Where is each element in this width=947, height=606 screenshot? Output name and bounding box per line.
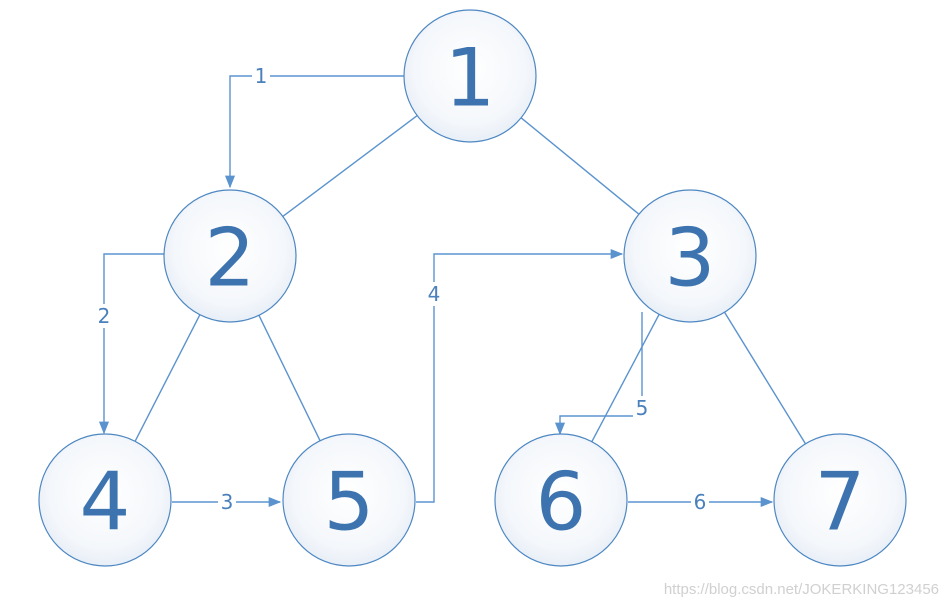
tree-edges: [134, 115, 807, 445]
node-label-1: 1: [445, 32, 496, 125]
node-label-3: 3: [665, 212, 716, 305]
traversal-arrow-5: [554, 312, 643, 436]
step-label-6: 6: [694, 490, 707, 514]
step-label-3: 3: [221, 490, 234, 514]
step-label-bg-1: [252, 64, 270, 88]
tree-edge-2-5: [258, 315, 321, 441]
node-label-4: 4: [80, 456, 131, 549]
traversal-arrow-1: [224, 75, 404, 189]
tree-edge-2-4: [134, 314, 201, 442]
tree-edge-3-7: [723, 311, 807, 445]
step-label-1: 1: [255, 64, 268, 88]
tree-node-5: 5: [282, 433, 416, 567]
step-label-5: 5: [636, 396, 649, 420]
node-circle-2: [163, 189, 297, 323]
node-label-6: 6: [536, 456, 587, 549]
tree-node-4: 4: [38, 433, 172, 567]
traversal-arrow-2: [98, 253, 164, 435]
node-circle-6: [494, 433, 628, 567]
tree-nodes: 1 2 3 4 5 6 7: [38, 9, 907, 567]
node-circle-4: [38, 433, 172, 567]
node-label-7: 7: [815, 456, 866, 549]
step-label-bg-4: [425, 282, 443, 306]
node-label-5: 5: [324, 456, 375, 549]
step-label-bg-3: [218, 490, 236, 514]
traversal-arrow-4: [416, 248, 624, 503]
tree-edge-1-2: [282, 115, 418, 217]
node-circle-1: [403, 9, 537, 143]
node-label-2: 2: [205, 212, 256, 305]
tree-node-3: 3: [623, 189, 757, 323]
step-labels: 1 2 3 4 5 6: [95, 64, 709, 514]
step-label-bg-5: [633, 396, 651, 420]
node-circle-7: [773, 433, 907, 567]
tree-node-6: 6: [494, 433, 628, 567]
step-label-bg-2: [95, 304, 113, 328]
watermark-text: https://blog.csdn.net/JOKERKING123456: [663, 581, 939, 598]
step-label-bg-6: [691, 490, 709, 514]
node-circle-5: [282, 433, 416, 567]
tree-node-2: 2: [163, 189, 297, 323]
node-circle-3: [623, 189, 757, 323]
step-label-2: 2: [98, 304, 111, 328]
tree-edge-1-3: [520, 117, 640, 215]
step-label-4: 4: [428, 282, 441, 306]
tree-edge-3-6: [591, 314, 660, 442]
tree-node-7: 7: [773, 433, 907, 567]
tree-node-1: 1: [403, 9, 537, 143]
